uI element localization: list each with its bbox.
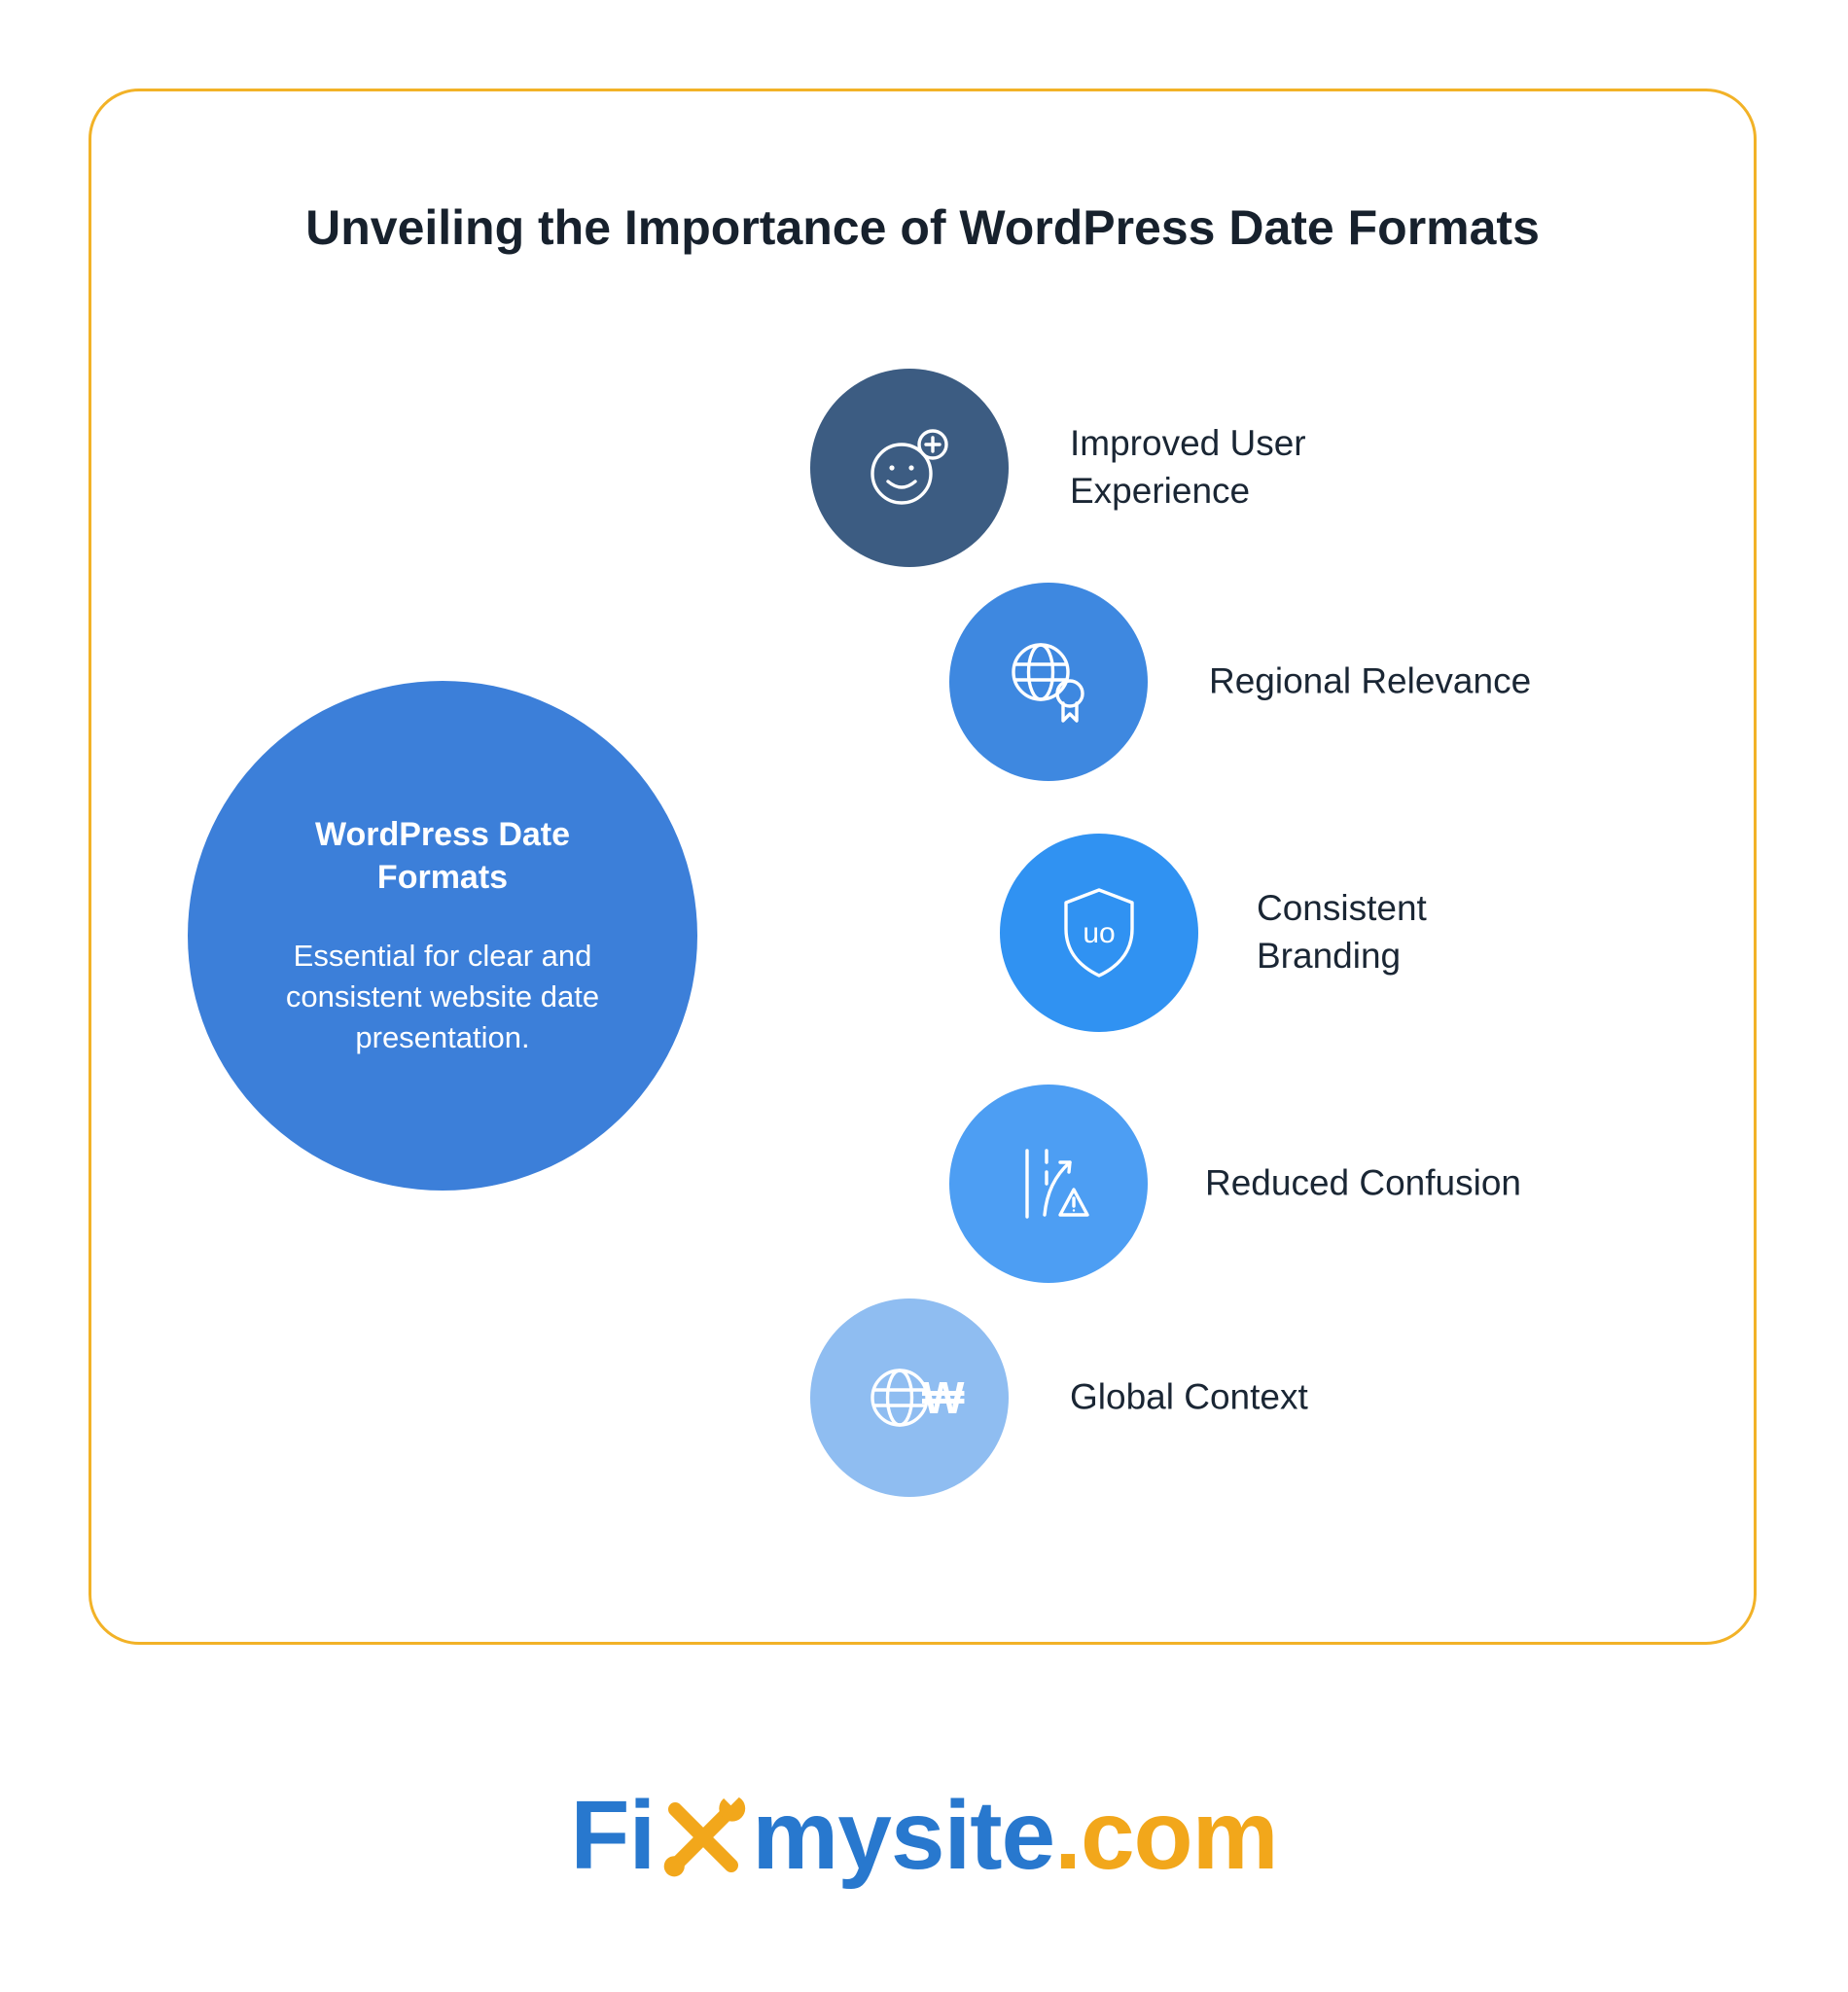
shield-monogram-text: uo <box>1083 917 1115 949</box>
crossed-tools-icon <box>663 1791 746 1877</box>
center-bubble: WordPress Date Formats Essential for cle… <box>188 681 697 1191</box>
logo-text-mysite: mysite <box>752 1781 1055 1890</box>
benefit-label: Global Context <box>1070 1376 1308 1417</box>
won-symbol-text: ₩ <box>922 1372 965 1423</box>
smiley-plus-icon <box>871 429 948 505</box>
page-title: Unveiling the Importance of WordPress Da… <box>305 200 1540 255</box>
benefit-circle-reduced-confusion <box>949 1085 1148 1283</box>
benefit-label: Improved User Experience <box>1070 423 1306 511</box>
benefit-circle-global-context: ₩ <box>810 1298 1009 1497</box>
center-bubble-body: Essential for clear and consistent websi… <box>285 939 600 1055</box>
road-warning-icon <box>1025 1149 1089 1219</box>
logo-text-com: .com <box>1054 1781 1278 1890</box>
logo-text-fi: Fi <box>570 1781 656 1890</box>
benefit-label: Consistent Branding <box>1257 888 1427 976</box>
globe-currency-icon: ₩ <box>871 1369 965 1427</box>
benefit-label: Regional Relevance <box>1209 660 1532 701</box>
benefit-circle-consistent-branding: uo <box>1000 834 1198 1032</box>
fixmysite-logo: Fi mysite .com <box>0 1772 1848 1899</box>
benefit-label: Reduced Confusion <box>1205 1162 1521 1203</box>
shield-monogram-icon: uo <box>1064 888 1134 978</box>
globe-award-icon <box>1012 643 1084 723</box>
benefit-circle-improved-user-experience <box>810 369 1009 567</box>
center-bubble-heading: WordPress Date Formats <box>314 816 571 897</box>
benefit-circle-regional-relevance <box>949 583 1148 781</box>
